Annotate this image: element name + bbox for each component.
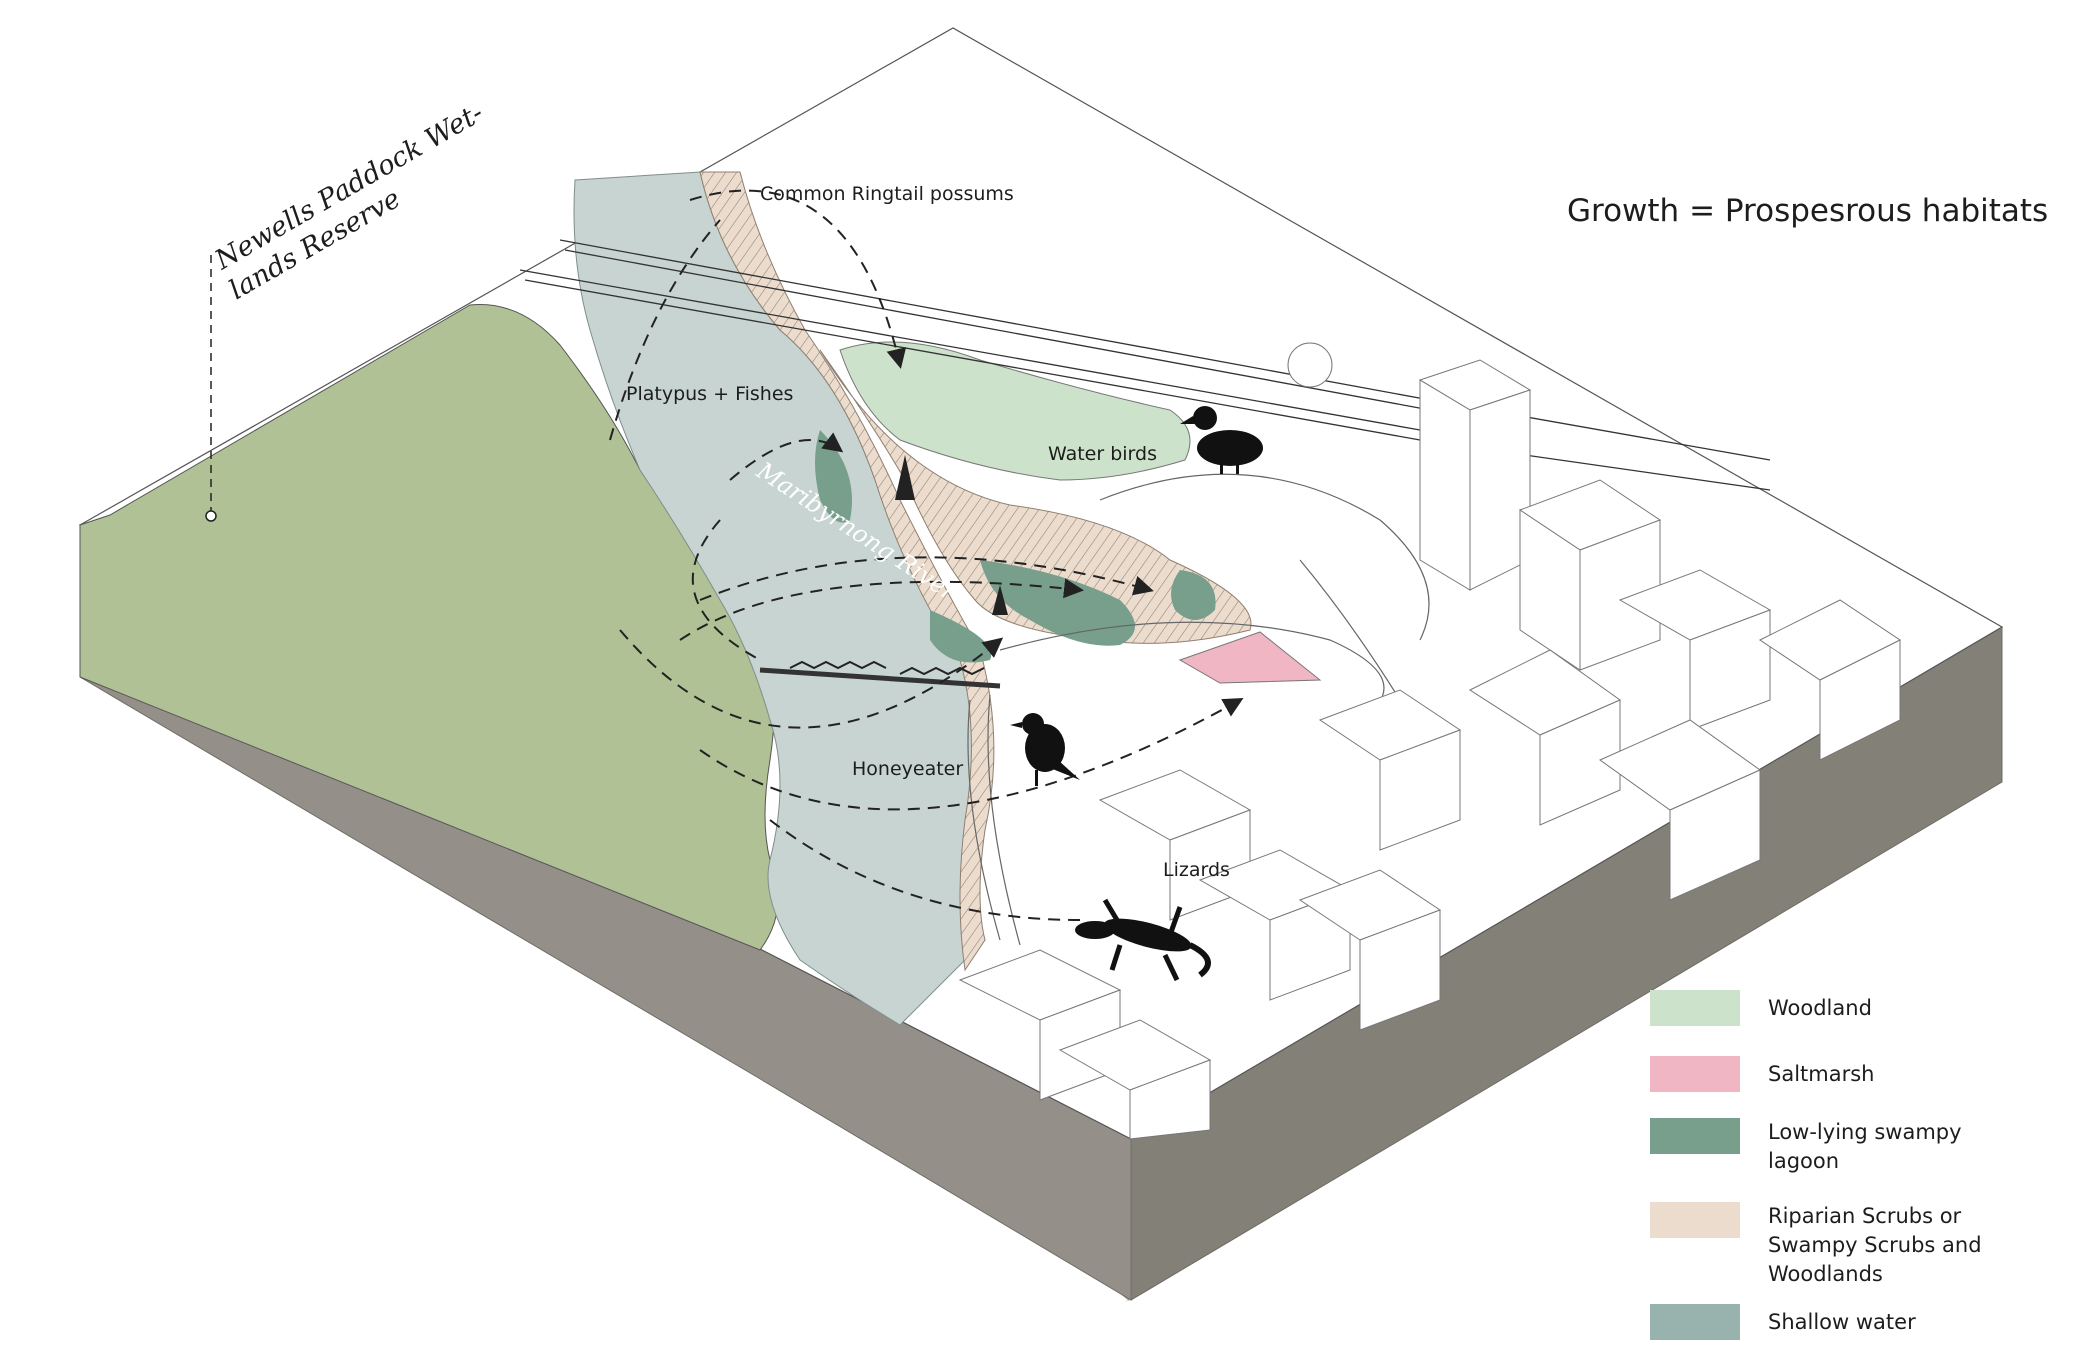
lagoon-patch-1 xyxy=(815,430,852,523)
diagram-title: Growth = Prospesrous habitats xyxy=(1567,193,2049,229)
legend-label-riparian: Riparian Scrubs or Swampy Scrubs and Woo… xyxy=(1768,1204,1982,1286)
railway-corridor xyxy=(519,239,1771,491)
legend-label-shallow-water: Shallow water xyxy=(1768,1310,1916,1334)
callout-leader xyxy=(205,255,217,522)
label-honeyeater: Honeyeater xyxy=(852,758,963,780)
duck-icon xyxy=(1180,406,1263,474)
label-possums: Common Ringtail possums xyxy=(760,183,1014,205)
saltmarsh-area xyxy=(1178,631,1322,684)
legend-label-saltmarsh: Saltmarsh xyxy=(1768,1062,1875,1086)
legend-label-lagoon: Low-lying swampy lagoon xyxy=(1768,1120,1962,1173)
tree-icon xyxy=(895,455,1008,615)
label-lizards: Lizards xyxy=(1163,859,1230,881)
legend-swatch-woodland xyxy=(1650,990,1740,1026)
legend-swatch-shallow-water xyxy=(1650,1304,1740,1340)
lagoon-patch-2 xyxy=(980,560,1135,646)
riparian-scrub-inner xyxy=(819,349,1252,644)
songbird-icon xyxy=(1010,713,1080,786)
legend-swatch-riparian xyxy=(1650,1202,1740,1238)
woodland-area xyxy=(839,341,1191,481)
legend-swatch-saltmarsh xyxy=(1650,1056,1740,1092)
label-water-birds: Water birds xyxy=(1048,443,1157,465)
lagoon-patch-4 xyxy=(930,610,992,663)
legend-label-woodland: Woodland xyxy=(1768,996,1872,1020)
lizard-icon xyxy=(1075,898,1211,982)
label-platypus: Platypus + Fishes xyxy=(626,383,793,405)
urban-buildings xyxy=(958,342,1901,1140)
road-bridge xyxy=(759,660,1001,689)
road-outlines xyxy=(967,473,1430,946)
riparian-scrub-band xyxy=(699,171,995,972)
legend-swatch-lagoon xyxy=(1650,1118,1740,1154)
lagoon-patch-3 xyxy=(1171,570,1216,620)
callout-line-1: Newells Paddock Wet- xyxy=(209,97,489,276)
movement-arrows xyxy=(609,189,1244,921)
